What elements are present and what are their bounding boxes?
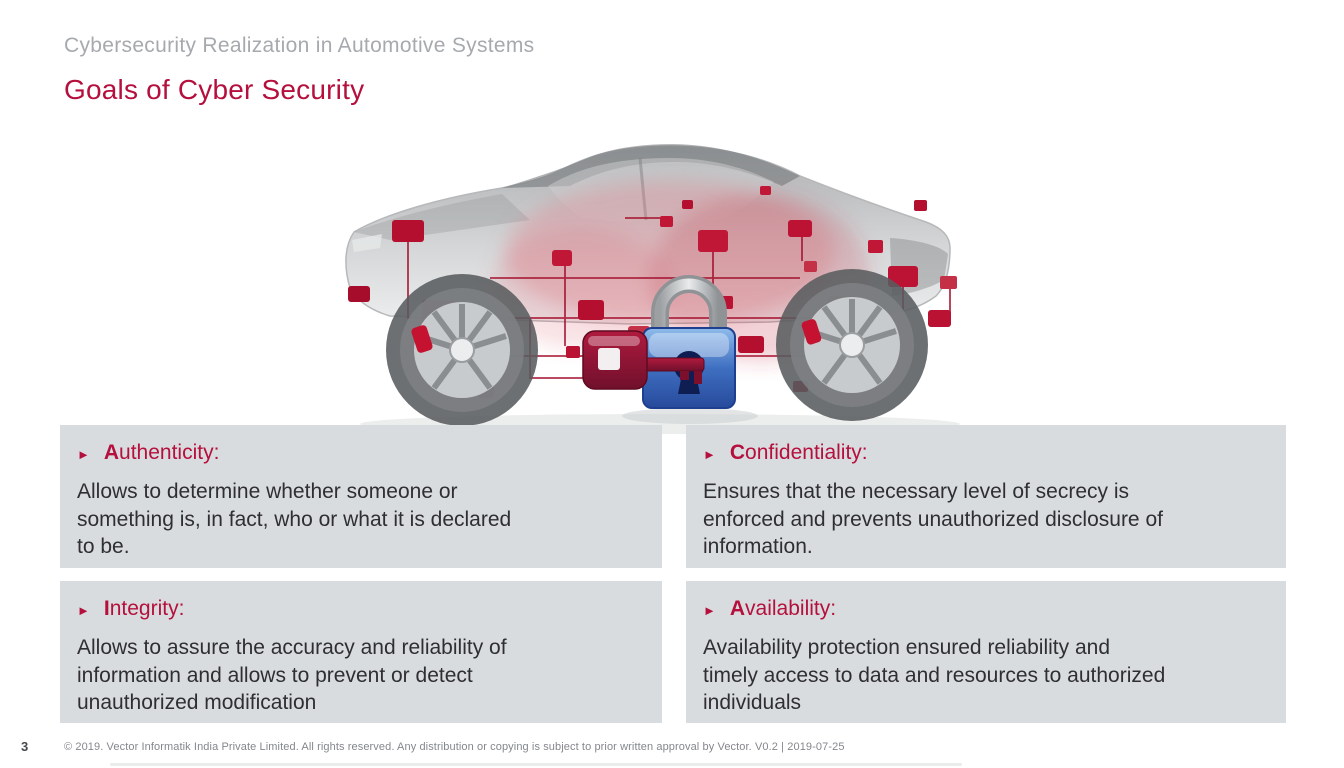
key-icon <box>582 330 705 390</box>
bullet-triangle-icon: ► <box>77 602 90 618</box>
car-with-ecus-and-padlock-icon <box>345 144 960 434</box>
goal-description: Availability protection ensured reliabil… <box>703 636 1166 714</box>
goal-term: Availability: <box>729 597 837 620</box>
goal-term: Integrity: <box>103 597 185 620</box>
goal-box-integrity: ► Integrity: Allows to assure the accura… <box>60 581 662 723</box>
car-security-illustration <box>330 128 980 436</box>
goal-description: Allows to assure the accuracy and reliab… <box>77 636 507 714</box>
footer-copyright: © 2019. Vector Informatik India Private … <box>64 741 845 753</box>
page-title: Goals of Cyber Security <box>64 74 365 105</box>
slide-context-line: Cybersecurity Realization in Automotive … <box>64 34 535 57</box>
bullet-triangle-icon: ► <box>703 446 716 462</box>
bullet-triangle-icon: ► <box>77 446 90 462</box>
goal-box-availability: ► Availability: Availability protection … <box>686 581 1286 723</box>
rear-wheel <box>776 269 928 421</box>
padlock-icon <box>622 275 758 424</box>
front-wheel <box>386 274 538 426</box>
goal-heading: ► Authenticity: <box>77 441 645 465</box>
goal-heading: ► Integrity: <box>77 597 645 621</box>
goal-heading: ► Confidentiality: <box>703 441 1269 465</box>
goal-term: Authenticity: <box>103 441 220 464</box>
goal-heading: ► Availability: <box>703 597 1269 621</box>
bullet-triangle-icon: ► <box>703 602 716 618</box>
goal-box-authenticity: ► Authenticity: Allows to determine whet… <box>60 425 662 568</box>
page-number: 3 <box>21 739 29 754</box>
goal-term: Confidentiality: <box>729 441 868 464</box>
goal-description: Allows to determine whether someone or s… <box>77 480 512 558</box>
bottom-edge-artifact <box>110 763 962 766</box>
goal-box-confidentiality: ► Confidentiality: Ensures that the nece… <box>686 425 1286 568</box>
goal-description: Ensures that the necessary level of secr… <box>703 480 1163 558</box>
